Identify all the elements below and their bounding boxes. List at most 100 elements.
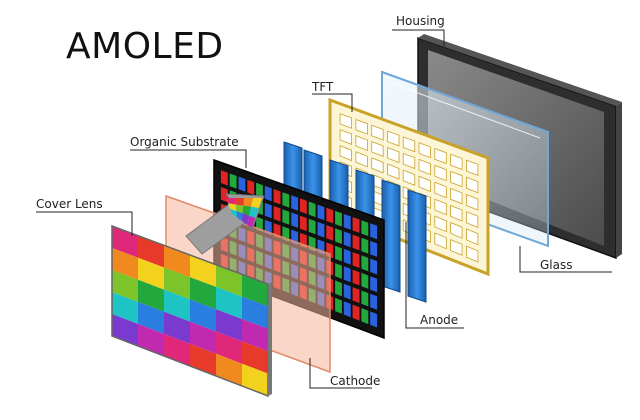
subpixel [326,207,334,224]
lens-cell [138,301,164,334]
label-housing: Housing [396,14,445,28]
tft-cell [371,157,384,174]
tft-cell [450,170,463,188]
subpixel [352,269,360,286]
tft-cell [434,215,447,233]
tft-cell [450,221,463,239]
lens-cell [242,341,268,374]
tft-cell [418,175,431,193]
subpixel [299,215,307,232]
tft-cell [355,151,368,168]
subpixel [264,202,272,219]
tft-cell [434,147,447,165]
lens-cell [138,257,164,290]
tft-cell [387,130,400,147]
subpixel [220,170,228,186]
tft-cell [418,142,431,159]
subpixel [352,252,360,268]
tft-cell [465,193,479,211]
subpixel [343,283,351,300]
tft-cell [450,238,463,256]
lens-cell [242,296,268,329]
subpixel [299,198,307,214]
tft-cell [465,228,479,246]
cathode-leader [309,358,372,389]
arrow-cell [242,205,251,216]
label-anode: Anode [420,313,459,327]
tft-cell [465,176,479,194]
tft-cell [402,152,416,170]
lens-cell [216,286,242,319]
subpixel [238,176,246,192]
arrow-color-cells [226,198,262,228]
tft-cell [450,204,463,222]
tft-cell [465,159,479,176]
lens-cell [190,299,216,332]
subpixel [352,287,360,304]
subpixel [335,263,342,279]
subpixel [352,217,360,233]
subpixel [370,223,378,240]
tft-cell [402,136,416,153]
tft-cell [465,245,479,263]
arrow-cell [236,211,243,221]
tft-leader [312,93,353,112]
tft-cell [434,198,447,216]
subpixel [343,214,351,230]
arrow-cell [226,198,236,205]
lens-cell [190,321,216,354]
lens-cell [164,311,190,344]
tft-cell [418,158,431,176]
subpixel [335,210,342,227]
lens-cell [138,279,164,312]
tft-cell [434,164,447,182]
cover-lens-color-grid [112,226,268,396]
subpixel [264,185,272,202]
subpixel [273,206,281,222]
subpixel [291,212,299,228]
lens-cell [190,277,216,310]
subpixel [308,218,316,235]
arrow-cell [242,213,249,225]
leader-lines [36,29,612,389]
subpixel [343,266,351,283]
lens-cell [164,267,190,300]
tft-cell [434,232,447,250]
tft-cell [355,118,368,135]
subpixel [352,304,360,321]
tft-cell [371,124,384,141]
label-cover-lens: Cover Lens [36,197,103,211]
subpixel [361,290,369,307]
subpixel [256,182,263,199]
diagram-title: AMOLED [66,26,224,67]
subpixel [370,241,378,257]
tft-cell [450,153,463,171]
anode-leader [405,222,464,329]
arrow-cell [230,208,237,218]
tft-cell [339,145,353,162]
arrow-cell [247,215,256,228]
tft-cell [402,169,416,186]
subpixel [220,187,228,203]
tft-cell [355,135,368,151]
tft-cell [339,129,353,145]
lens-cell [242,319,268,352]
subpixel [335,245,342,262]
lens-cell [164,289,190,322]
cover-lens-leader [36,211,133,236]
tft-cell [339,113,353,129]
subpixel [229,173,237,189]
subpixel [361,237,369,254]
label-tft: TFT [312,80,334,94]
tft-cell [434,181,447,199]
label-organic-substrate: Organic Substrate [130,135,239,149]
subpixel [335,228,342,244]
subpixel [361,220,369,236]
lens-cell [112,292,138,324]
tft-cell [450,187,463,205]
subpixel [343,301,351,318]
arrow-cell [235,204,244,214]
tft-cell [371,141,384,157]
subpixel [282,192,290,208]
